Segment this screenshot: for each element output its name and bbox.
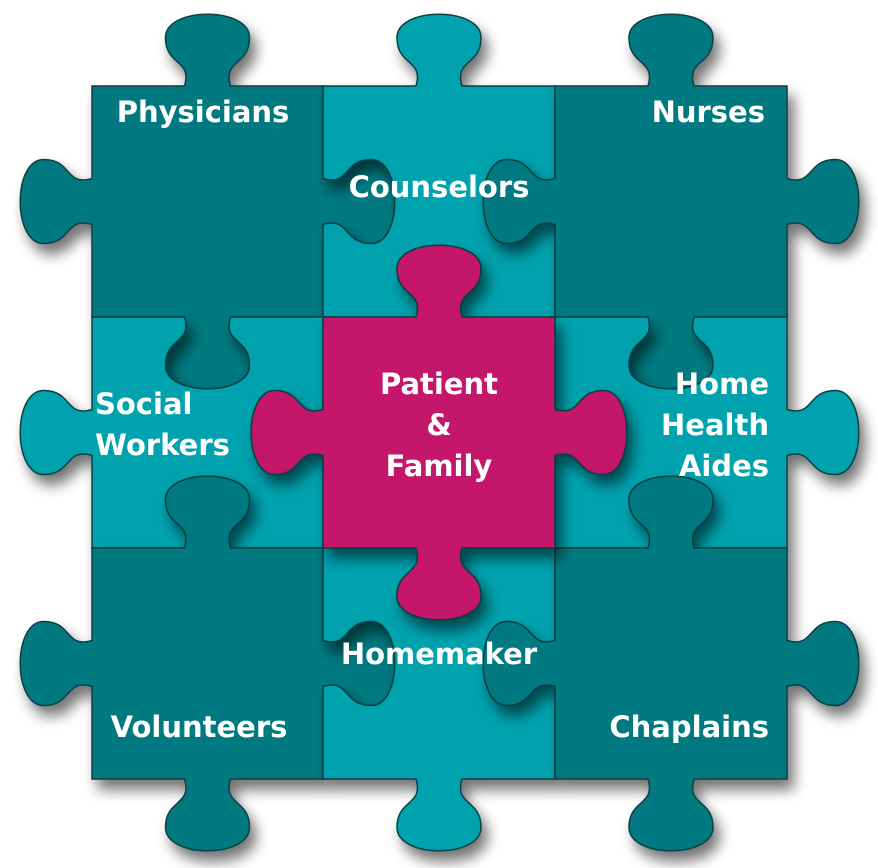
piece-label-nurses: Nurses <box>652 95 765 129</box>
piece-label-line: Aides <box>679 449 769 483</box>
piece-label-line: Nurses <box>652 95 765 129</box>
piece-label-homemaker: Homemaker <box>341 637 538 671</box>
piece-label-patient-family: Patient & Family <box>380 367 498 483</box>
piece-label-line: Homemaker <box>341 637 538 671</box>
piece-label-line: Physicians <box>117 95 290 129</box>
piece-label-line: Social <box>95 387 192 421</box>
piece-label-line: Volunteers <box>111 710 288 744</box>
piece-label-physicians: Physicians <box>117 95 290 129</box>
piece-label-line: Home <box>675 367 769 401</box>
piece-label-line: Patient <box>380 367 498 401</box>
puzzle-piece-chaplains <box>482 475 860 852</box>
piece-label-volunteers: Volunteers <box>111 710 288 744</box>
piece-label-counselors: Counselors <box>349 170 530 204</box>
piece-label-line: & <box>426 408 451 442</box>
piece-label-line: Chaplains <box>609 710 769 744</box>
piece-label-line: Health <box>661 408 769 442</box>
piece-label-chaplains: Chaplains <box>609 710 769 744</box>
puzzle-piece-patient-family <box>250 244 628 621</box>
piece-label-line: Family <box>386 449 493 483</box>
piece-label-line: Counselors <box>349 170 530 204</box>
piece-label-line: Workers <box>95 428 230 462</box>
